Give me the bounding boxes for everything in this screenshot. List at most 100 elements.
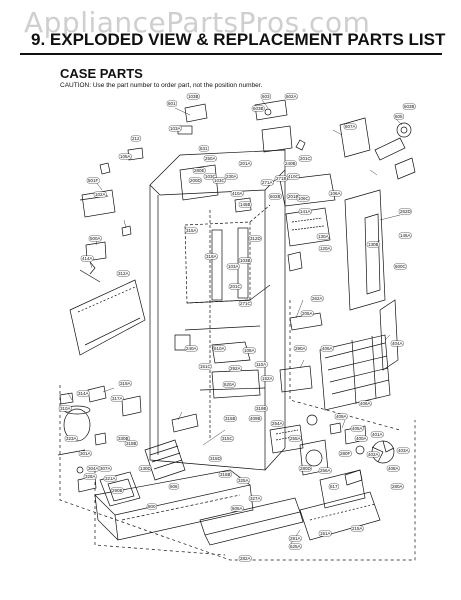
- callout-label: 321A: [105, 476, 116, 481]
- callout-box: [248, 415, 262, 422]
- callout-label: 312A: [118, 271, 129, 276]
- callout-box: [390, 483, 404, 490]
- callout-box: [64, 435, 78, 442]
- callout-box: [288, 543, 302, 550]
- callout-label: 201C: [230, 284, 242, 289]
- callout-label: 271A: [262, 180, 273, 185]
- callout-label: 602A: [286, 94, 297, 99]
- callout-label: 141A: [300, 209, 311, 214]
- callout-label: 403A: [398, 448, 409, 453]
- callout-box: [318, 245, 332, 252]
- callout-label: 290B: [112, 488, 123, 493]
- callout-label: 315B: [225, 416, 236, 421]
- callout-label: 620A: [224, 382, 235, 387]
- callout-box: [288, 435, 302, 442]
- callout-label: 106C: [298, 196, 310, 201]
- callout-label: 110A: [256, 362, 266, 367]
- callout-label: 307A: [100, 466, 111, 471]
- callout-box: [288, 535, 302, 542]
- callout-label: 103C: [205, 174, 217, 179]
- callout-box: [138, 465, 152, 472]
- callout-box: [283, 160, 297, 167]
- callout-label: 201C: [300, 156, 312, 161]
- callout-box: [220, 435, 234, 442]
- callout-box: [184, 345, 198, 352]
- callout-label: 318B: [126, 441, 137, 446]
- callout-box: [110, 395, 124, 402]
- callout-box: [88, 235, 102, 242]
- callout-label: 328A: [85, 474, 96, 479]
- callout-label: 240B: [285, 161, 296, 166]
- callout-box: [284, 93, 298, 100]
- callout-label: 601: [168, 101, 176, 106]
- callout-box: [318, 467, 332, 474]
- callout-box: [238, 160, 252, 167]
- callout-box: [328, 190, 342, 197]
- callout-label: 404A: [392, 341, 403, 346]
- callout-box: [78, 450, 92, 457]
- callout-label: 401A: [372, 432, 383, 437]
- callout-box: [293, 345, 307, 352]
- callout-label: 315C: [222, 436, 234, 441]
- callout-label: 145A: [400, 233, 411, 238]
- callout-box: [298, 208, 312, 215]
- callout-box: [166, 100, 177, 107]
- callout-label: 607A: [345, 124, 356, 129]
- callout-label: 201A: [240, 161, 251, 166]
- callout-label: 108A: [244, 348, 255, 353]
- callout-box: [236, 477, 250, 484]
- section-title: CASE PARTS: [60, 66, 143, 81]
- callout-label: 254A: [272, 421, 283, 426]
- callout-box: [118, 380, 132, 387]
- callout-label: 280F: [340, 451, 351, 456]
- callout-box: [393, 113, 404, 120]
- callout-box: [320, 345, 334, 352]
- callout-label: 152A: [262, 376, 273, 381]
- callout-box: [366, 241, 380, 248]
- callout-label: 255A: [290, 436, 301, 441]
- callout-box: [218, 471, 232, 478]
- callout-box: [208, 455, 222, 462]
- callout-box: [296, 195, 310, 202]
- callout-box: [186, 93, 200, 100]
- callout-box: [260, 179, 274, 186]
- callout-box: [396, 447, 410, 454]
- base-frame: [94, 469, 381, 546]
- callout-box: [83, 473, 97, 480]
- callout-label: 501F: [88, 178, 99, 183]
- callout-label: 240A: [186, 346, 197, 351]
- callout-label: 205A: [302, 311, 313, 316]
- callout-box: [298, 155, 312, 162]
- callout-label: 330B: [118, 436, 129, 441]
- callout-label: 290A: [295, 346, 306, 351]
- cabinet-body: [149, 149, 286, 471]
- callout-label: 102A: [95, 192, 106, 197]
- callout-label: 151A: [320, 531, 331, 536]
- callout-label: 631: [200, 146, 208, 151]
- callout-label: 315D: [210, 456, 222, 461]
- callout-label: 405A: [352, 426, 363, 431]
- callout-label: 408A: [388, 466, 399, 471]
- callout-box: [393, 263, 407, 270]
- callout-box: [230, 505, 244, 512]
- callout-box: [398, 208, 412, 215]
- callout-box: [386, 465, 400, 472]
- callout-label: 201B: [288, 194, 299, 199]
- callout-box: [328, 483, 339, 490]
- callout-box: [254, 405, 268, 412]
- callout-box: [118, 153, 132, 160]
- callout-label: 625A: [290, 544, 301, 549]
- callout-label: 325A: [238, 478, 249, 483]
- callout-label: 282A: [240, 556, 251, 561]
- callout-label: 400A: [356, 436, 367, 441]
- callout-label: 200D: [190, 178, 202, 183]
- callout-label: 410A: [232, 191, 243, 196]
- callout-box: [316, 233, 330, 240]
- callout-label: 106A: [330, 191, 341, 196]
- callout-box: [343, 123, 357, 130]
- callout-box: [248, 235, 262, 242]
- callout-label: 409A: [336, 414, 347, 419]
- callout-label: 402A: [368, 452, 379, 457]
- callout-label: 130B: [368, 242, 379, 247]
- callout-label: 316B: [220, 472, 231, 477]
